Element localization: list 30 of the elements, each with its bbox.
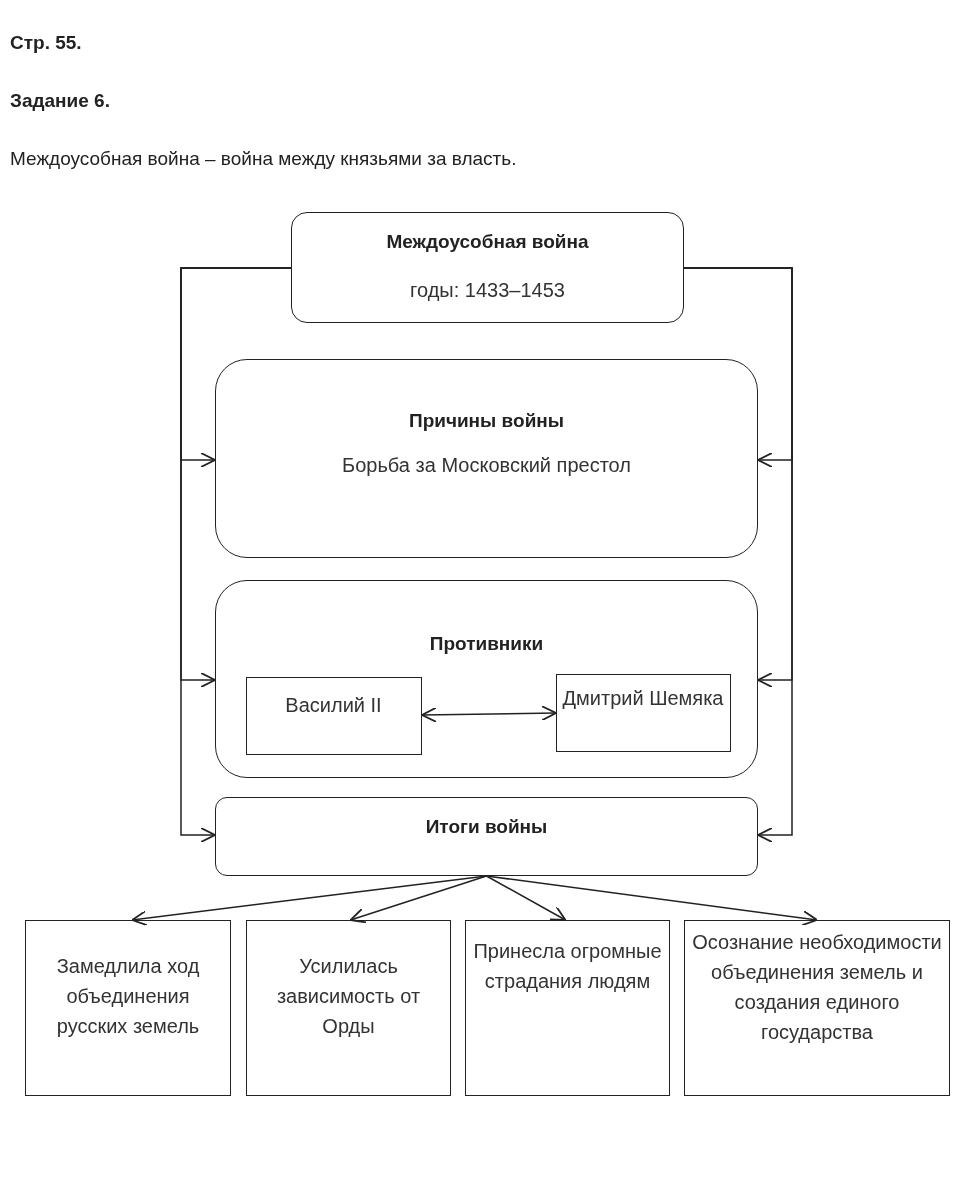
box-heading: Итоги войны xyxy=(424,815,549,839)
opponents-box xyxy=(215,580,758,778)
box-heading: Противники xyxy=(428,632,545,656)
box-text: Принесла огромные страдания людям xyxy=(472,939,663,994)
box-text: Василий II xyxy=(284,692,383,718)
results-box xyxy=(215,797,758,876)
arrow xyxy=(683,267,793,843)
box-text: Осознание необходимости объединения земель и создания единого государства xyxy=(691,930,943,1045)
result-box xyxy=(684,920,950,1096)
arrow xyxy=(180,267,292,843)
arrow xyxy=(349,875,488,924)
heading: Стр. 55. xyxy=(10,32,82,54)
result-box xyxy=(25,920,231,1096)
heading: Задание 6. xyxy=(10,90,110,112)
arrow xyxy=(421,705,557,723)
causes-box xyxy=(215,359,758,558)
person-box xyxy=(245,676,422,755)
definition-text: Междоусобная война – война между князьями за власть. xyxy=(10,148,517,170)
box-text: Замедлила ход объединения русских земель xyxy=(55,954,201,1039)
box-heading: Междоусобная война xyxy=(385,230,590,254)
result-box xyxy=(465,920,670,1096)
box-heading: Причины войны xyxy=(407,409,566,433)
person-box xyxy=(555,673,731,752)
box-text: годы: 1433–1453 xyxy=(409,278,566,303)
box-text: Дмитрий Шемяка xyxy=(561,685,725,711)
result-box xyxy=(246,920,451,1096)
arrow xyxy=(485,875,567,921)
box-text: Борьба за Московский престол xyxy=(341,453,632,478)
title-box xyxy=(291,212,684,323)
box-text: Усилилась зависимость от Орды xyxy=(275,954,422,1039)
